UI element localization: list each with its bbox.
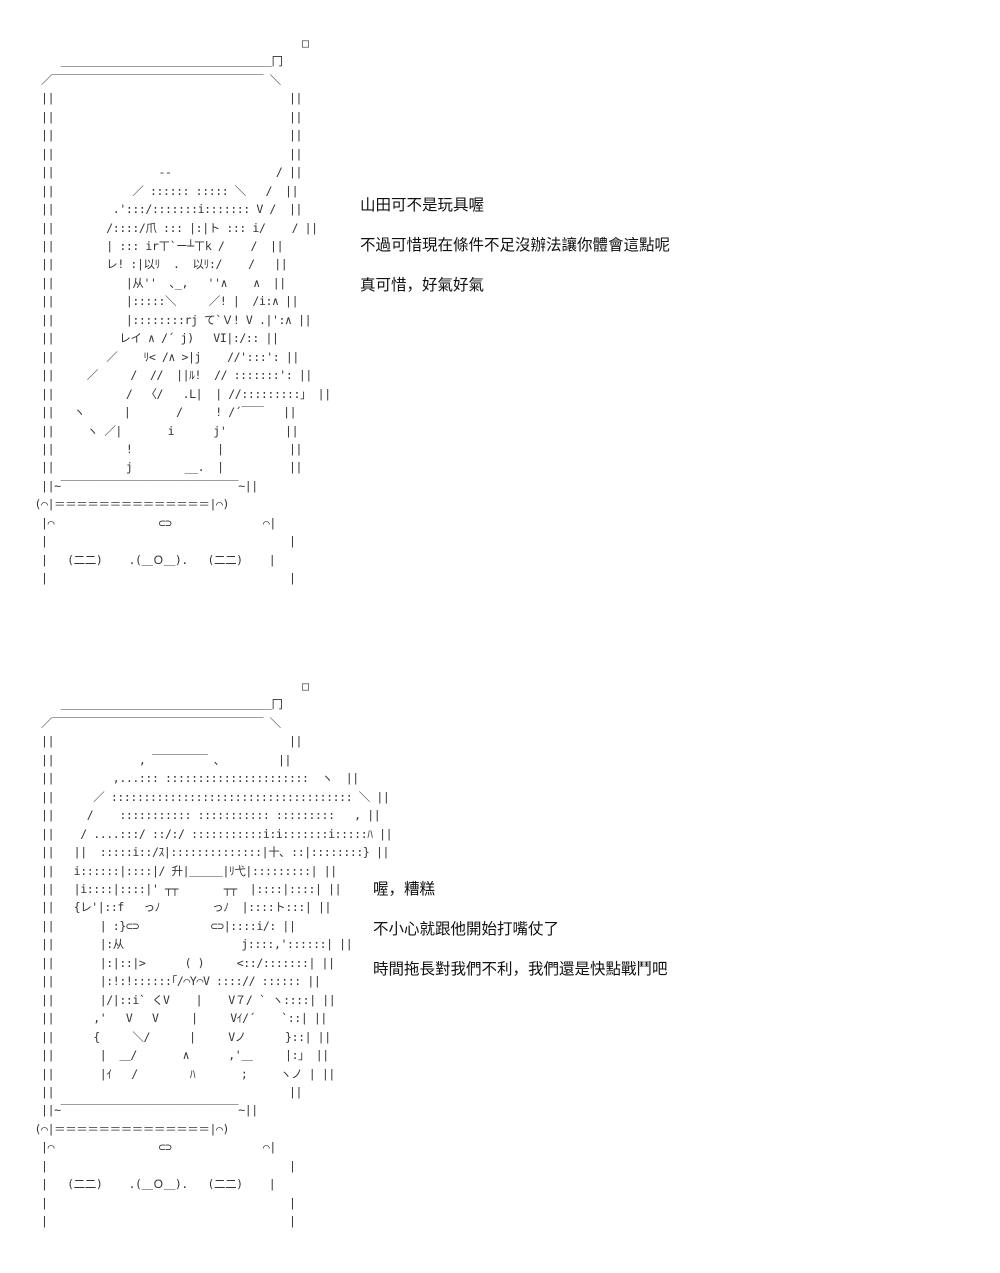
ascii-art-line: || .':::/:::::::i::::::: V / || (41, 202, 302, 217)
ascii-art-line: || ／ :::::: ::::: ＼ / || (41, 183, 299, 198)
ascii-art-line: || || (41, 91, 302, 106)
ascii-art-line: || i::::::|::::|/ 升|＿＿＿|ﾘ弋|:::::::::| || (41, 863, 337, 878)
dialogue-block-2: 喔，糟糕 不小心就跟他開始打嘴仗了 時間拖長對我們不利，我們還是快點戰鬥吧 (373, 869, 668, 989)
ascii-art-line: || |i::::|::::|' ┬┬ ┬┬ |::::|::::| || (41, 881, 342, 896)
ascii-art-line: ||~￣￣￣￣￣￣￣￣￣￣￣￣￣￣￣￣~|| (41, 1103, 258, 1118)
ascii-art-phone-panel-1: □ ＿＿＿＿＿＿＿＿＿＿＿＿＿＿＿＿＿＿＿冂 ／￣￣￣￣￣￣￣￣￣￣￣￣￣￣￣￣… (28, 34, 332, 588)
ascii-art-line: || レ! :|以ﾘ . 以ﾘ:/ / || (41, 257, 288, 272)
ascii-art-line: || || (41, 109, 302, 124)
dialogue-block-1: 山田可不是玩具喔 不過可惜現在條件不足沒辦法讓你體會這點呢 真可惜，好氣好氣 (360, 185, 670, 305)
ascii-art-line: || ／ / // ||ﾙ! // :::::::': || (41, 368, 312, 383)
ascii-art-line: || j __. | || (41, 460, 302, 475)
ascii-art-line: | | (41, 1214, 296, 1229)
ascii-art-line: (⌒|＝＝＝＝＝＝＝＝＝＝＝＝＝＝|⌒) (34, 497, 230, 512)
ascii-art-line: || / 〈/ .L| | //:::::::::」 || (41, 386, 331, 401)
ascii-art-line: ＿＿＿＿＿＿＿＿＿＿＿＿＿＿＿＿＿＿＿冂 (60, 697, 283, 712)
ascii-art-line: || |::::::::rj て`Ｖ! V .|':∧ || (41, 312, 312, 327)
ascii-art-line: || | ::: irㄒ`ー┴ㄒk / / || (41, 238, 284, 253)
ascii-art-line: || /::::/爪 ::: |:|ト ::: i/ / || (41, 220, 318, 235)
ascii-art-line: || {レ'|::f っﾉ っﾉ |::::ト:::| || (41, 900, 331, 915)
ascii-art-line: || |ｲ / ﾊ ; ヽノ | || (41, 1066, 335, 1081)
ascii-art-line: || ／ ﾘ< /∧ >|j //':::': || (41, 349, 299, 364)
ascii-art-line: | | (41, 534, 296, 549)
ascii-art-line: || || (41, 1084, 302, 1099)
ascii-art-line: □ (301, 679, 309, 693)
ascii-art-line: | (二二) .(＿Ｏ＿). (二二) | (41, 1177, 276, 1192)
ascii-art-line: | | (41, 1195, 296, 1210)
ascii-art-line: ＿＿＿＿＿＿＿＿＿＿＿＿＿＿＿＿＿＿＿冂 (60, 54, 283, 69)
ascii-art-line: || || (41, 146, 302, 161)
ascii-art-line: ／￣￣￣￣￣￣￣￣￣￣￣￣￣￣￣￣￣￣￣ ＼ (41, 72, 281, 87)
ascii-art-line: || / ::::::::::: ::::::::::: ::::::::: ,… (41, 808, 381, 823)
ascii-art-line: || || (41, 128, 302, 143)
ascii-art-line: || | :}⊂⊃ ⊂⊃|::::i/: || (41, 918, 296, 933)
ascii-art-line: || |/|::i` くV | V７/ ` ヽ::::| || (41, 992, 336, 1007)
ascii-art-line: ／￣￣￣￣￣￣￣￣￣￣￣￣￣￣￣￣￣￣￣ ＼ (41, 715, 281, 730)
dialogue-line: 不小心就跟他開始打嘴仗了 (373, 920, 560, 938)
ascii-art-line: || || :::::i::/ｽ|::::::::::::::|十､ ::|::… (41, 845, 390, 860)
ascii-art-line: || ヽ ／| i j' || (41, 423, 299, 438)
ascii-art-line: □ (301, 36, 309, 50)
dialogue-line: 時間拖長對我們不利，我們還是快點戰鬥吧 (373, 960, 668, 978)
ascii-art-line: |⌒ ⊂⊃ ⌒| (41, 515, 276, 530)
ascii-art-line: || | ＿/ ∧ ,'＿ |:」 || (41, 1048, 329, 1063)
ascii-art-line: |⌒ ⊂⊃ ⌒| (41, 1140, 276, 1155)
dialogue-line: 山田可不是玩具喔 (360, 196, 485, 214)
ascii-art-line: (⌒|＝＝＝＝＝＝＝＝＝＝＝＝＝＝|⌒) (34, 1121, 230, 1136)
ascii-art-line: || |:::::＼ ／! | /i:∧ || (41, 294, 299, 309)
ascii-art-phone-panel-2: □ ＿＿＿＿＿＿＿＿＿＿＿＿＿＿＿＿＿＿＿冂 ／￣￣￣￣￣￣￣￣￣￣￣￣￣￣￣￣… (28, 677, 393, 1231)
ascii-art-line: | | (41, 571, 296, 586)
ascii-art-line: || ,...::: :::::::::::::::::::::: ヽ || (41, 771, 359, 786)
ascii-art-line: || / ....:::/ ::/:/ :::::::::::i:i::::::… (41, 826, 393, 841)
ascii-art-line: || ! | || (41, 441, 302, 456)
ascii-art-line: || -- / || (41, 165, 302, 180)
ascii-art-line: || |:!:!::::::｢/⌒Y⌒V ::::// :::::: || (41, 974, 321, 989)
ascii-art-line: | | (41, 1158, 296, 1173)
ascii-art-line: || |:从 j::::,'::::::| || (41, 937, 353, 952)
ascii-art-line: | (二二) .(＿Ｏ＿). (二二) | (41, 552, 276, 567)
ascii-art-line: || { ＼/ | Vノ }::| || (41, 1029, 331, 1044)
ascii-art-line: ||~￣￣￣￣￣￣￣￣￣￣￣￣￣￣￣￣~|| (41, 478, 258, 493)
dialogue-line: 不過可惜現在條件不足沒辦法讓你體會這點呢 (360, 236, 671, 254)
dialogue-line: 喔，糟糕 (373, 880, 436, 898)
ascii-art-line: || ヽ | / ! /´￣￣ || (41, 405, 297, 420)
ascii-art-line: || ,' V V | Vｲ/´ `::| || (41, 1011, 327, 1026)
ascii-art-line: || |从'' ､_, ''∧ ∧ || (41, 275, 286, 290)
ascii-art-line: || || (41, 734, 302, 749)
ascii-art-line: || |:|::|> ( ) <::/:::::::| || (41, 955, 335, 970)
dialogue-line: 真可惜，好氣好氣 (360, 276, 485, 294)
ascii-art-line: || レイ ∧ /´ j) VI|:/:: || (41, 331, 279, 346)
ascii-art-line: || , ￣￣￣￣￣ ､ || (41, 752, 292, 767)
ascii-art-line: || ／ :::::::::::::::::::::::::::::::::::… (41, 789, 390, 804)
